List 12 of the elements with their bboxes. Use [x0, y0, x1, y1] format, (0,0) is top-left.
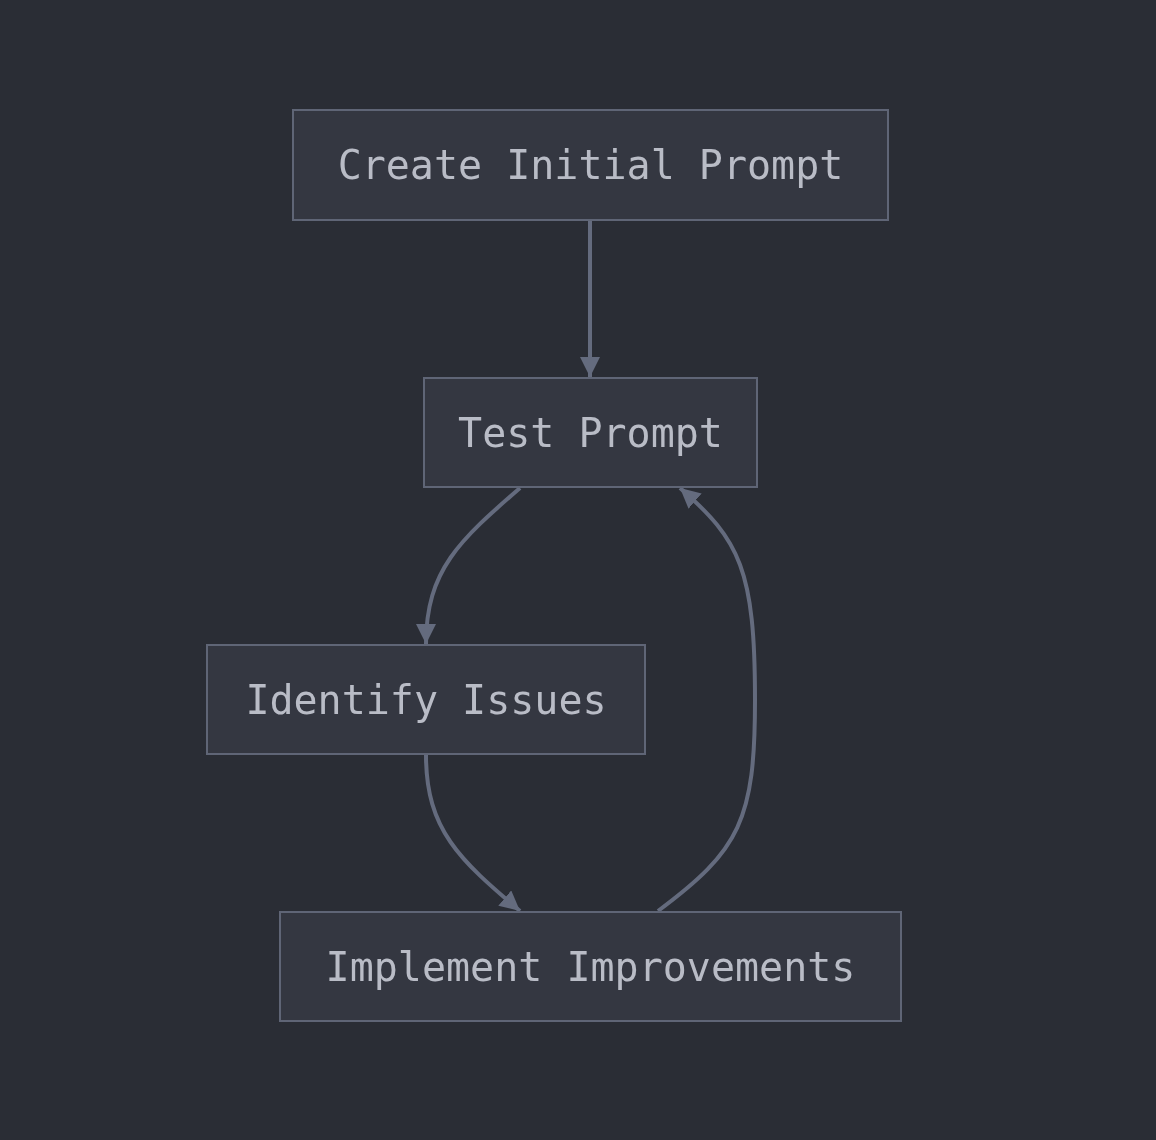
arrow [424, 754, 522, 913]
process-box [423, 377, 758, 488]
arrow [656, 486, 757, 913]
node-label: Implement Improvements [325, 943, 856, 990]
arrow [580, 221, 600, 377]
node-label: Identify Issues [245, 676, 607, 723]
node-label: Create Initial Prompt [337, 142, 844, 188]
process-box [206, 644, 646, 755]
node-label: Test Prompt [458, 409, 723, 456]
process-box [292, 109, 889, 221]
process-box [279, 911, 902, 1022]
arrow [416, 486, 522, 645]
